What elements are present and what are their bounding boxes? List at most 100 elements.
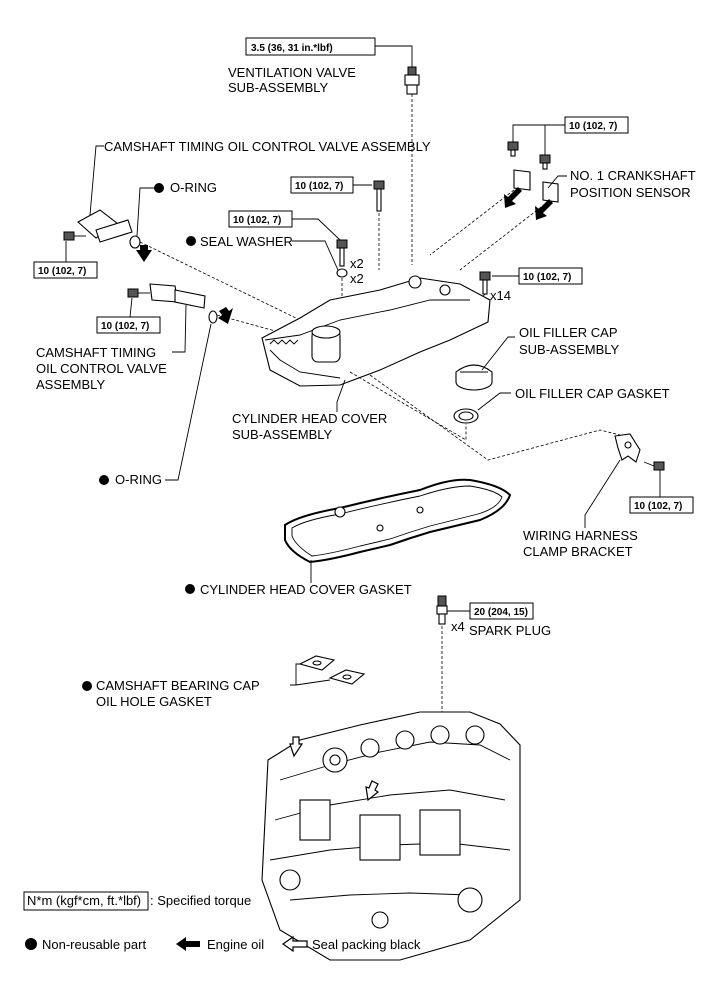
crank-sensor-bolts — [507, 141, 551, 170]
cam-ocv-bottom-dash — [216, 314, 291, 336]
seal-washer-torque-box: 10 (102, 7) — [228, 210, 293, 228]
crank-sensor-dash — [429, 189, 546, 271]
ventilation-valve-label-2: SUB-ASSEMBLY — [228, 80, 329, 95]
cam-ocv-top-dash — [139, 241, 301, 321]
oil-filler-cap-label-2: SUB-ASSEMBLY — [519, 342, 620, 357]
oring-top-leader — [136, 187, 156, 237]
x2-washer: x2 — [350, 271, 364, 286]
crank-sensor-label-2: POSITION SENSOR — [570, 185, 691, 200]
oring-bottom-part — [208, 310, 218, 324]
svg-text:10 (102, 7): 10 (102, 7) — [634, 501, 682, 512]
wiring-clamp-leader — [584, 459, 621, 528]
wiring-clamp-torque-box: 10 (102, 7) — [629, 496, 694, 514]
svg-text:10 (102, 7): 10 (102, 7) — [101, 321, 149, 332]
seal-packing-arrow — [365, 780, 380, 802]
head-cover-gasket-label: CYLINDER HEAD COVER GASKET — [200, 582, 412, 597]
bearing-cap-label-2: OIL HOLE GASKET — [96, 694, 212, 709]
svg-text:10 (102, 7): 10 (102, 7) — [523, 272, 571, 283]
crank-sensor-leader — [547, 175, 567, 189]
wiring-clamp-label-2: CLAMP BRACKET — [523, 544, 633, 559]
bearing-cap-label-1: CAMSHAFT BEARING CAP — [96, 678, 260, 693]
head-bolt-torque-box: 10 (102, 7) — [290, 176, 354, 194]
oring-bottom-label: O-RING — [115, 472, 162, 487]
svg-text:10 (102, 7): 10 (102, 7) — [38, 266, 86, 277]
cam-ocv-bottom-torque-box: 10 (102, 7) — [96, 316, 161, 334]
non-reusable-bullet — [185, 584, 195, 594]
crank-sensor-torque-leader — [512, 124, 565, 155]
cam-ocv-bottom-label-3: ASSEMBLY — [36, 377, 105, 392]
oil-filler-cap-label-1: OIL FILLER CAP — [519, 325, 618, 340]
engine-oil-arrow — [535, 199, 553, 220]
spark-plug-label: SPARK PLUG — [469, 623, 551, 638]
oil-filler-dash — [349, 371, 467, 441]
cam-ocv-top-torque-box: 10 (102, 7) — [33, 261, 98, 279]
seal-washer-part — [336, 268, 348, 278]
seal-washer-torque-leader — [292, 218, 341, 241]
svg-text:10 (102, 7): 10 (102, 7) — [295, 181, 343, 192]
torque-unit-label: N*m (kgf*cm, ft.*lbf) — [27, 893, 141, 908]
x14-bolt — [479, 271, 491, 295]
engine-oil-legend-label: Engine oil — [207, 937, 264, 952]
crank-sensor-label-1: NO. 1 CRANKSHAFT — [570, 168, 696, 183]
cam-ocv-bottom-label-2: OIL CONTROL VALVE — [36, 361, 167, 376]
x14-torque-box: 10 (102, 7) — [518, 267, 583, 285]
non-reusable-bullet — [99, 475, 109, 485]
engine-oil-arrow-legend — [176, 937, 200, 951]
oil-filler-gasket-label: OIL FILLER CAP GASKET — [515, 386, 670, 401]
spark-plug-torque-box: 20 (204, 15) — [469, 602, 534, 620]
non-reusable-bullet — [82, 681, 92, 691]
cam-ocv-top-part — [63, 209, 133, 243]
oil-filler-cap-part — [455, 364, 493, 391]
seal-washer-leader — [292, 240, 339, 271]
bearing-cap-leader — [290, 663, 331, 686]
oring-top-part — [129, 235, 141, 249]
head-cover-label-2: SUB-ASSEMBLY — [232, 427, 333, 442]
spark-plug-part — [436, 595, 448, 625]
spark-plug-qty: x4 — [451, 619, 465, 634]
cam-ocv-bottom-part — [127, 283, 206, 309]
cam-ocv-bottom-leader — [172, 304, 187, 353]
seal-washer-bolt — [336, 239, 348, 267]
oring-top-label: O-RING — [170, 180, 217, 195]
ventilation-valve-torque-box: 3.5 (36, 31 in.*lbf) — [245, 37, 376, 56]
head-cover-bolt — [373, 180, 385, 212]
x14-qty: x14 — [490, 288, 511, 303]
seal-washer-label: SEAL WASHER — [200, 234, 293, 249]
torque-legend: N*m (kgf*cm, ft.*lbf) : Specified torque — [23, 891, 251, 911]
engine-oil-arrow — [504, 187, 522, 208]
vent-valve-torque-leader — [375, 45, 413, 68]
wiring-clamp-bolt — [643, 461, 665, 471]
non-reusable-bullet-legend — [25, 938, 37, 950]
cam-ocv-top-label: CAMSHAFT TIMING OIL CONTROL VALVE ASSEMB… — [104, 139, 431, 154]
oil-filler-gasket-hole — [458, 411, 474, 421]
svg-text:3.5 (36, 31 in.*lbf): 3.5 (36, 31 in.*lbf) — [251, 43, 333, 54]
crank-sensor-torque-box: 10 (102, 7) — [564, 116, 629, 134]
head-cover-leader — [336, 379, 346, 412]
oring-bottom-leader — [165, 323, 212, 481]
wiring-clamp-label-1: WIRING HARNESS — [523, 528, 638, 543]
non-reusable-bullet — [154, 183, 164, 193]
seal-packing-legend-label: Seal packing black — [312, 937, 421, 952]
cylinder-head-cover-part — [261, 275, 491, 387]
head-cover-gasket-part — [284, 478, 512, 564]
wiring-clamp-dash — [369, 374, 621, 461]
wiring-clamp-part — [614, 433, 641, 463]
non-reusable-bullet — [186, 236, 196, 246]
cylinder-head-block-part — [261, 711, 521, 961]
cam-ocv-top-leader — [89, 145, 104, 216]
cam-ocv-bottom-label-1: CAMSHAFT TIMING — [36, 345, 156, 360]
cam-ocv-bottom-bolt-leader — [129, 297, 133, 318]
crank-sensor-part — [513, 169, 559, 203]
seal-packing-arrow-legend — [281, 935, 308, 953]
engine-oil-arrow — [218, 307, 233, 324]
head-cover-label-1: CYLINDER HEAD COVER — [232, 411, 387, 426]
ventilation-valve-label-1: VENTILATION VALVE — [228, 65, 356, 80]
non-reusable-legend-label: Non-reusable part — [42, 937, 146, 952]
torque-desc-label: : Specified torque — [150, 893, 251, 908]
x2-bolt: x2 — [350, 256, 364, 271]
oil-filler-gasket-leader — [477, 392, 511, 411]
ventilation-valve-part — [404, 66, 420, 95]
bearing-cap-gasket-part — [298, 655, 366, 685]
svg-text:10 (102, 7): 10 (102, 7) — [233, 215, 281, 226]
